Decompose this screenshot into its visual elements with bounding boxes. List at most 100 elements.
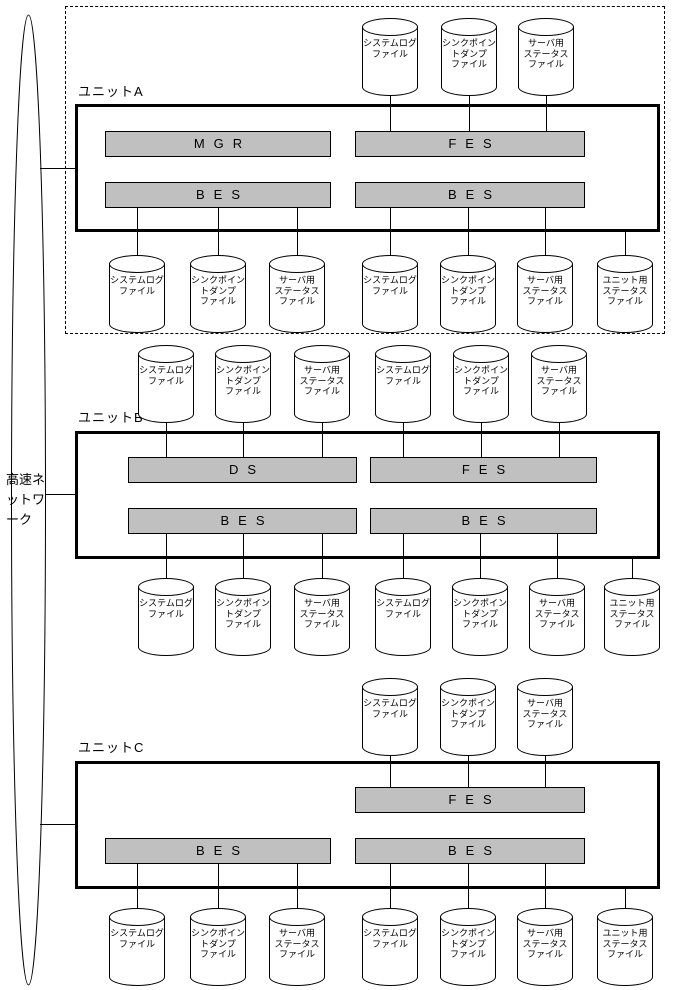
cylinder-body bbox=[529, 587, 585, 656]
connector-line bbox=[559, 423, 560, 457]
unit-b-label: ユニットB bbox=[78, 410, 144, 425]
cylinder-top bbox=[294, 345, 350, 363]
file-label: シンクポイン トダンプ ファイル bbox=[453, 365, 508, 396]
connector-line bbox=[218, 208, 219, 255]
file-cylinder: サーバ用 ステータス ファイル bbox=[517, 908, 573, 986]
cylinder-top bbox=[517, 255, 573, 273]
cylinder-top bbox=[440, 908, 496, 926]
network-connector-line bbox=[40, 168, 75, 169]
file-cylinder: システムログ ファイル bbox=[362, 255, 418, 333]
file-label: シンクポイン トダンプ ファイル bbox=[440, 275, 495, 306]
cylinder-body bbox=[362, 264, 418, 333]
unit-a-box bbox=[75, 104, 660, 232]
cylinder-top bbox=[294, 578, 350, 596]
cylinder-top bbox=[109, 255, 165, 273]
cylinder-top bbox=[362, 908, 418, 926]
connector-line bbox=[166, 534, 167, 578]
connector-line bbox=[403, 423, 404, 457]
file-label: シンクポイン トダンプ ファイル bbox=[452, 598, 507, 629]
file-cylinder: サーバ用 ステータス ファイル bbox=[269, 908, 325, 986]
connector-line bbox=[243, 534, 244, 578]
file-label: シンクポイン トダンプ ファイル bbox=[190, 928, 245, 959]
unit-a-label: ユニットA bbox=[78, 84, 144, 99]
cylinder-body bbox=[190, 917, 246, 986]
cylinder-top bbox=[362, 255, 418, 273]
cylinder-body bbox=[604, 587, 660, 656]
connector-line bbox=[390, 208, 391, 255]
connector-line bbox=[469, 96, 470, 131]
cylinder-body bbox=[109, 264, 165, 333]
cylinder-body bbox=[375, 587, 431, 656]
connector-line bbox=[390, 96, 391, 131]
cylinder-body bbox=[517, 687, 573, 756]
file-cylinder: シンクポイン トダンプ ファイル bbox=[215, 578, 271, 656]
connector-line bbox=[322, 534, 323, 578]
file-cylinder: サーバ用 ステータス ファイル bbox=[294, 345, 350, 423]
cylinder-body bbox=[138, 354, 194, 423]
cylinder-top bbox=[440, 255, 496, 273]
cylinder-body bbox=[109, 917, 165, 986]
file-cylinder: システムログ ファイル bbox=[375, 345, 431, 423]
server-bar-bes: BES bbox=[128, 508, 357, 534]
file-cylinder: システムログ ファイル bbox=[362, 908, 418, 986]
file-cylinder: サーバ用 ステータス ファイル bbox=[517, 678, 573, 756]
file-label: サーバ用 ステータス ファイル bbox=[534, 598, 580, 629]
file-cylinder: シンクポイン トダンプ ファイル bbox=[190, 908, 246, 986]
file-label: シンクポイン トダンプ ファイル bbox=[440, 698, 495, 729]
file-cylinder: ユニット用 ステータス ファイル bbox=[597, 255, 653, 333]
cylinder-body bbox=[294, 354, 350, 423]
connector-line bbox=[137, 208, 138, 255]
connector-line bbox=[166, 423, 167, 457]
server-bar-mgr: MGR bbox=[105, 131, 331, 157]
file-cylinder: システムログ ファイル bbox=[375, 578, 431, 656]
cylinder-top bbox=[604, 578, 660, 596]
file-cylinder: シンクポイン トダンプ ファイル bbox=[190, 255, 246, 333]
connector-line bbox=[403, 534, 404, 578]
file-cylinder: シンクポイン トダンプ ファイル bbox=[440, 255, 496, 333]
file-cylinder: サーバ用 ステータス ファイル bbox=[518, 18, 574, 96]
file-label: システムログ ファイル bbox=[363, 698, 417, 719]
connector-line bbox=[468, 208, 469, 255]
server-bar-ds: DS bbox=[128, 457, 357, 483]
connector-line bbox=[545, 756, 546, 787]
connector-line bbox=[545, 208, 546, 255]
connector-line bbox=[218, 864, 219, 908]
file-label: サーバ用 ステータス ファイル bbox=[274, 928, 320, 959]
cylinder-top bbox=[269, 908, 325, 926]
file-label: システムログ ファイル bbox=[376, 365, 430, 386]
connector-line bbox=[625, 232, 626, 255]
file-cylinder: システムログ ファイル bbox=[109, 908, 165, 986]
cylinder-body bbox=[138, 587, 194, 656]
cylinder-body bbox=[362, 687, 418, 756]
cylinder-top bbox=[362, 18, 418, 36]
server-bar-bes: BES bbox=[370, 508, 597, 534]
file-cylinder: シンクポイン トダンプ ファイル bbox=[440, 908, 496, 986]
cylinder-top bbox=[518, 18, 574, 36]
connector-line bbox=[390, 756, 391, 787]
cylinder-body bbox=[441, 27, 497, 96]
cylinder-top bbox=[138, 578, 194, 596]
connector-line bbox=[243, 423, 244, 457]
cylinder-top bbox=[138, 345, 194, 363]
network-connector-line bbox=[40, 824, 75, 825]
file-label: サーバ用 ステータス ファイル bbox=[299, 598, 345, 629]
server-bar-fes: FES bbox=[355, 131, 585, 157]
server-bar-fes: FES bbox=[370, 457, 597, 483]
file-cylinder: システムログ ファイル bbox=[362, 678, 418, 756]
file-label: システムログ ファイル bbox=[363, 928, 417, 949]
cylinder-top bbox=[453, 345, 509, 363]
network-label: 高速ネ ットワ ーク bbox=[6, 472, 46, 527]
file-label: ユニット用 ステータス ファイル bbox=[602, 275, 648, 306]
cylinder-body bbox=[362, 27, 418, 96]
connector-line bbox=[322, 423, 323, 457]
file-cylinder: シンクポイン トダンプ ファイル bbox=[452, 578, 508, 656]
cylinder-body bbox=[362, 917, 418, 986]
connector-line bbox=[480, 534, 481, 578]
file-cylinder: サーバ用 ステータス ファイル bbox=[531, 345, 587, 423]
network-connector-line bbox=[45, 494, 75, 495]
file-cylinder: システムログ ファイル bbox=[138, 345, 194, 423]
connector-line bbox=[137, 864, 138, 908]
file-label: サーバ用 ステータス ファイル bbox=[299, 365, 345, 396]
unit-a-group-border bbox=[65, 6, 665, 334]
file-label: サーバ用 ステータス ファイル bbox=[523, 38, 569, 69]
